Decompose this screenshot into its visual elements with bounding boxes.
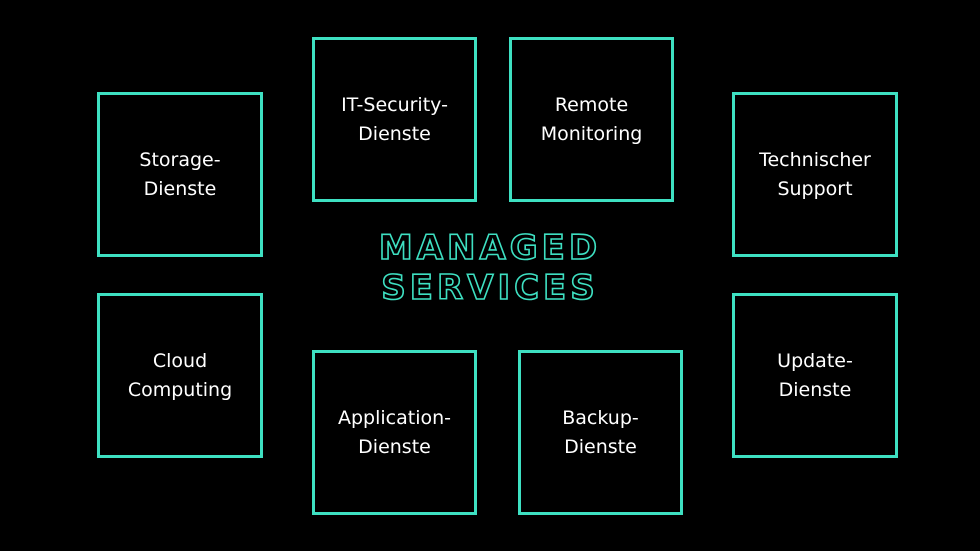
- diagram-title: MANAGED SERVICES: [330, 227, 650, 309]
- service-label-storage: Storage- Dienste: [139, 148, 221, 200]
- diagram-title-line-1: MANAGED: [378, 227, 602, 269]
- service-box-backup: Backup- Dienste: [518, 350, 683, 515]
- service-label-backup: Backup- Dienste: [562, 406, 639, 458]
- service-label-application: Application- Dienste: [337, 406, 452, 458]
- service-box-remote-monitoring: Remote Monitoring: [509, 37, 674, 202]
- service-box-it-security: IT-Security- Dienste: [312, 37, 477, 202]
- service-label-remote-monitoring: Remote Monitoring: [540, 93, 643, 145]
- service-label-it-security: IT-Security- Dienste: [341, 93, 448, 145]
- service-box-technischer-support: Technischer Support: [732, 92, 898, 257]
- service-box-update: Update- Dienste: [732, 293, 898, 458]
- service-label-cloud-computing: Cloud Computing: [127, 349, 233, 401]
- service-label-technischer-support: Technischer Support: [759, 148, 871, 200]
- service-box-cloud-computing: Cloud Computing: [97, 293, 263, 458]
- diagram-title-line-2: SERVICES: [380, 267, 599, 309]
- service-box-storage: Storage- Dienste: [97, 92, 263, 257]
- service-label-update: Update- Dienste: [777, 349, 853, 401]
- service-box-application: Application- Dienste: [312, 350, 477, 515]
